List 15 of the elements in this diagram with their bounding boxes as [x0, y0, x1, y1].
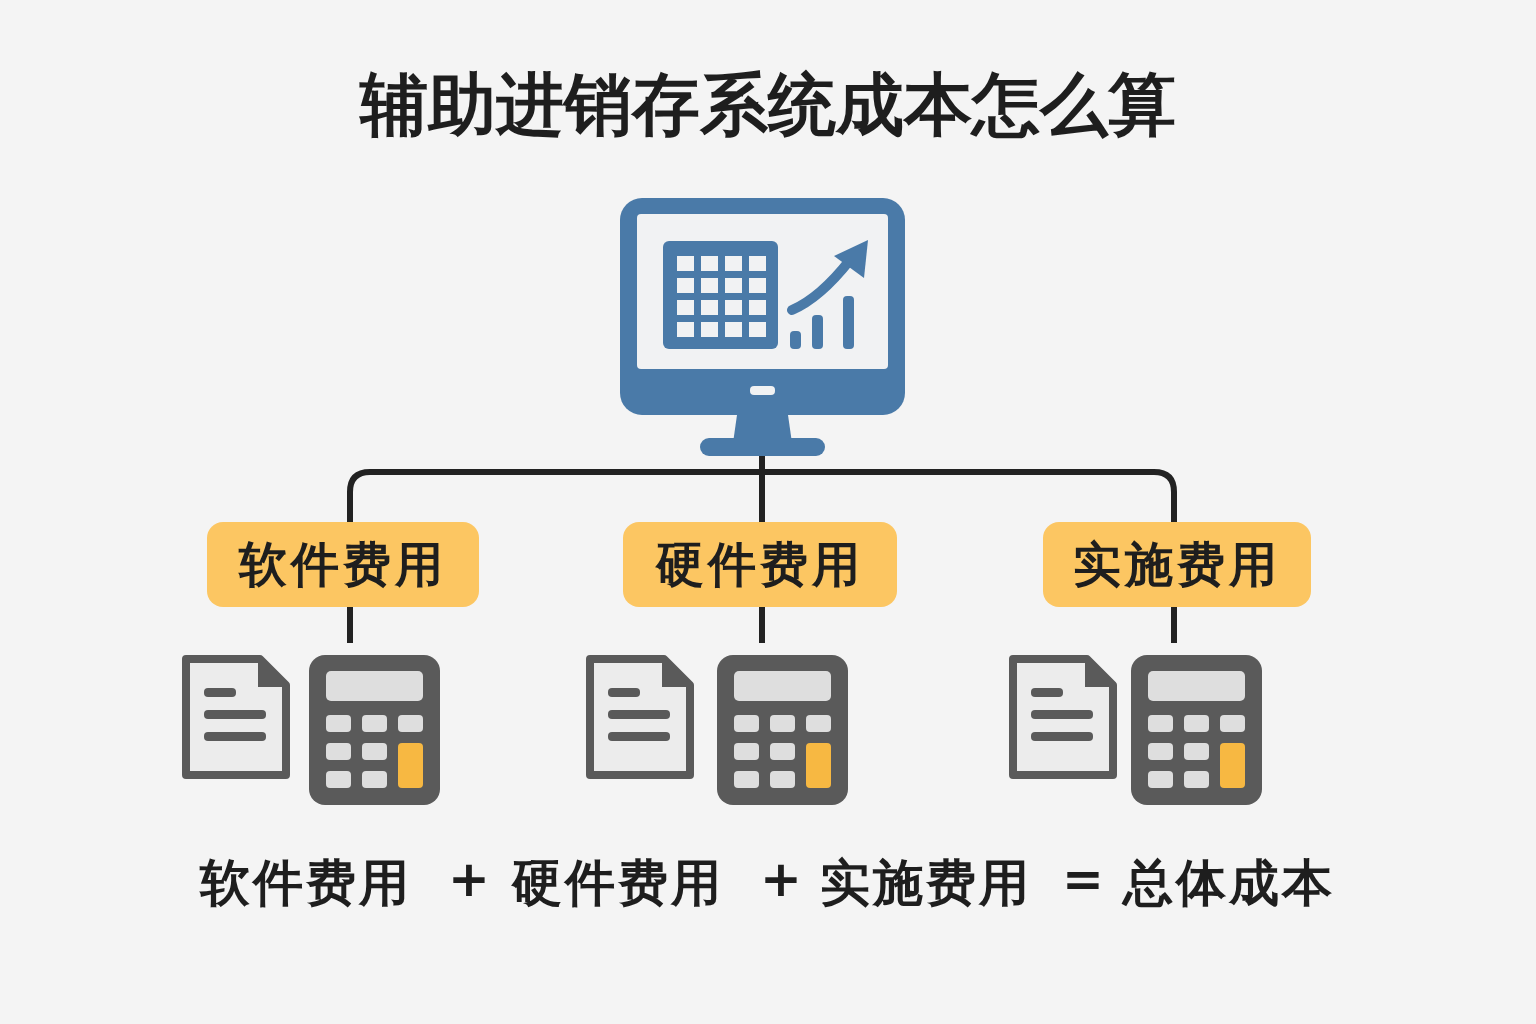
connector-line — [759, 607, 765, 643]
cost-box: 硬件费用 — [623, 522, 897, 607]
formula-term: 实施费用 — [820, 853, 1032, 914]
connector-line — [1171, 607, 1177, 643]
plus-sign: + — [448, 850, 493, 908]
formula-term: 硬件费用 — [512, 853, 724, 914]
cost-box: 实施费用 — [1043, 522, 1311, 607]
connector-line — [347, 607, 353, 643]
formula-result: 总体成本 — [1123, 853, 1335, 914]
formula-term: 软件费用 — [200, 853, 412, 914]
equals-sign: = — [1062, 850, 1107, 908]
title: 辅助进销存系统成本怎么算 — [360, 64, 1176, 146]
cost-box: 软件费用 — [207, 522, 479, 607]
plus-sign: + — [760, 850, 805, 908]
connector-line — [759, 456, 1177, 522]
